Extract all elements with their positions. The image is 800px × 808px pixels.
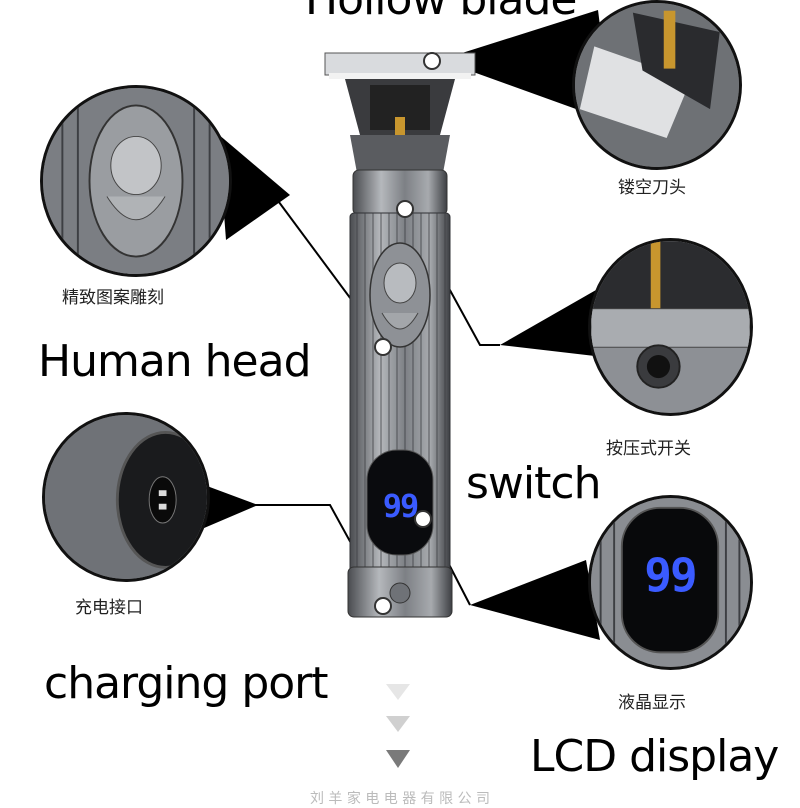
charging-callout-dot	[374, 597, 392, 615]
down-arrow-icon	[386, 684, 410, 700]
human-head-label: Human head	[38, 336, 312, 387]
lcd-display-label: LCD display	[530, 731, 779, 782]
blade-detail-image	[572, 0, 742, 170]
switch-detail-image	[588, 238, 753, 416]
footer-watermark: 刘 羊 家 电 电 器 有 限 公 司	[309, 791, 491, 807]
blade-caption: 镂空刀头	[618, 178, 686, 198]
switch-callout-dot	[396, 200, 414, 218]
head-callout-dot	[374, 338, 392, 356]
switch-caption: 按压式开关	[606, 439, 691, 459]
down-arrow-icon	[386, 750, 410, 768]
trimmer-body	[324, 52, 476, 618]
charging-port-label: charging port	[44, 658, 329, 709]
blade-callout-dot	[423, 52, 441, 70]
lcd-detail-image	[588, 495, 753, 670]
main-display-digits: 99	[382, 487, 420, 525]
hollow-blade-label: Hollow blade	[305, 0, 577, 22]
switch-label: switch	[466, 458, 601, 509]
lcd-caption: 液晶显示	[618, 693, 686, 713]
charging-caption: 充电接口	[75, 598, 143, 618]
lcd-callout-dot	[414, 510, 432, 528]
lcd-detail-digits: 99	[644, 548, 697, 602]
charging-detail-image	[42, 412, 210, 582]
head-detail-image	[40, 85, 232, 277]
head-caption: 精致图案雕刻	[62, 288, 164, 308]
down-arrow-icon	[386, 716, 410, 732]
